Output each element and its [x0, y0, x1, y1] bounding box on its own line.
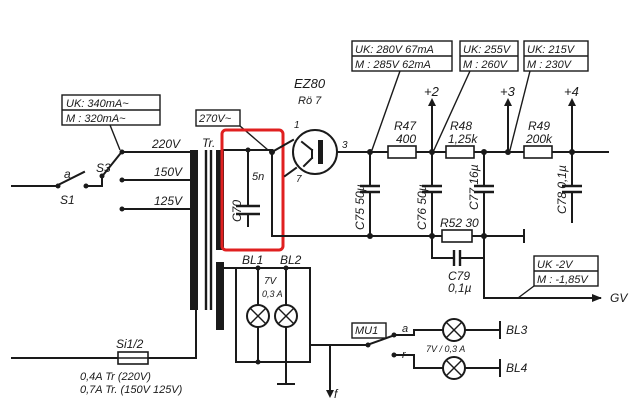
- tube-pin3: 3: [342, 140, 348, 151]
- tube-pin7: 7: [296, 174, 302, 185]
- box-b-m: M : 260V: [463, 59, 509, 71]
- r48-value: 1,25k: [448, 132, 478, 146]
- fuse: [11, 299, 197, 365]
- r52-label: R52 30: [440, 216, 479, 230]
- c78-label: C78 0,1µ: [555, 165, 569, 214]
- tap-150v: 150V: [154, 165, 183, 179]
- voltage-box-270: [195, 109, 241, 127]
- switch-a2-label: a: [402, 323, 408, 335]
- lamp-rating-1: 7V: [264, 276, 278, 287]
- lamp-rating-2: 0,3 A: [262, 289, 283, 299]
- bl1-label: BL1: [242, 253, 263, 267]
- f-label: f: [334, 387, 339, 401]
- voltage-270: 270V~: [198, 113, 232, 125]
- c76-label: C76 50µ: [415, 184, 429, 230]
- box-gv-m: M : -1,85V: [537, 274, 589, 286]
- transformer-ref: Tr.: [202, 136, 215, 150]
- tap-125v: 125V: [154, 194, 183, 208]
- mains-input: [11, 149, 191, 212]
- c70-ref: C70: [230, 200, 244, 222]
- fuse-ref: Si1/2: [116, 337, 144, 351]
- r47-value: 400: [396, 132, 416, 146]
- c70-value: 5n: [252, 171, 264, 183]
- fuse-line1: 0,4A Tr (220V): [80, 371, 151, 383]
- c79-value: 0,1µ: [448, 281, 472, 295]
- box-a-uk: UK: 280V 67mA: [355, 44, 434, 56]
- transformer: [190, 150, 224, 330]
- switch-r-label: r: [402, 349, 407, 361]
- rail-plus2: +2: [424, 84, 440, 99]
- current-uk: UK: 340mA~: [66, 98, 129, 110]
- r49-value: 200k: [525, 132, 553, 146]
- rail-plus3: +3: [500, 84, 516, 99]
- highlight-frame: [220, 128, 285, 252]
- r48-ref: R48: [450, 119, 472, 133]
- box-c-uk: UK: 215V: [527, 44, 576, 56]
- rail-plus4: +4: [564, 84, 579, 99]
- r49-ref: R49: [528, 119, 550, 133]
- mu1-box: [351, 322, 387, 339]
- tap-220v: 220V: [151, 137, 181, 151]
- current-m: M : 320mA~: [66, 113, 126, 125]
- bl2-label: BL2: [280, 253, 302, 267]
- bl3-label: BL3: [506, 323, 528, 337]
- box-a-m: M : 285V 62mA: [355, 59, 431, 71]
- gv-label: GV: [610, 291, 628, 305]
- r47-ref: R47: [394, 119, 417, 133]
- box-gv-uk: UK -2V: [537, 259, 574, 271]
- mu1-label: MU1: [355, 325, 378, 337]
- lamp-rating-34: 7V / 0,3 A: [426, 344, 465, 354]
- switch-a-label: a: [64, 167, 71, 181]
- bl4-label: BL4: [506, 361, 528, 375]
- tube-ez80: [292, 129, 371, 175]
- fuse-line2: 0,7A Tr. (150V 125V): [80, 384, 183, 396]
- box-b-uk: UK: 255V: [463, 44, 512, 56]
- switch-s3-label: S3: [96, 161, 111, 175]
- box-c-m: M : 230V: [527, 59, 573, 71]
- tube-ref: Rö 7: [298, 95, 322, 107]
- c75-label: C75 50µ: [353, 184, 367, 230]
- c77-label: C77 16µ: [467, 164, 481, 210]
- switch-s1-label: S1: [60, 193, 75, 207]
- filter-chain: [271, 98, 609, 302]
- tube-pin1: 1: [294, 120, 300, 131]
- c79-ref: C79: [448, 269, 470, 283]
- tube-name: EZ80: [294, 76, 326, 91]
- heater-circuit: [223, 265, 501, 398]
